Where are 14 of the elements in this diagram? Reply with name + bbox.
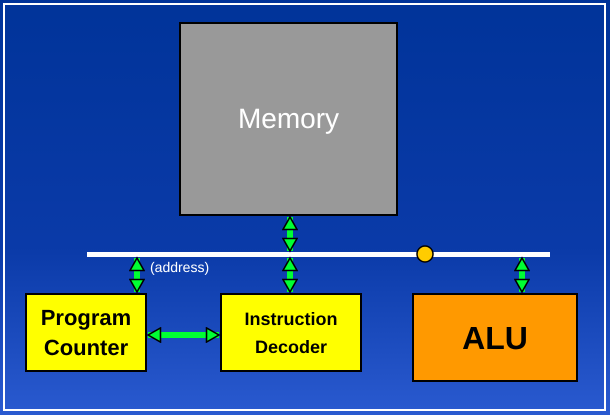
double-arrow xyxy=(282,257,298,293)
process-box xyxy=(412,293,578,382)
node-label: Memory xyxy=(238,102,340,136)
node-label: Program Counter xyxy=(40,304,132,362)
node-label: Instruction Decoder xyxy=(244,308,338,358)
double-arrow xyxy=(147,327,220,343)
double-arrow xyxy=(514,257,530,293)
process-box xyxy=(220,293,362,372)
process-box xyxy=(25,293,147,372)
double-arrow xyxy=(129,257,145,293)
memory-box xyxy=(179,22,398,216)
edge-label: (address) xyxy=(150,258,210,277)
node-label: ALU xyxy=(462,318,528,358)
double-arrow xyxy=(282,216,298,252)
